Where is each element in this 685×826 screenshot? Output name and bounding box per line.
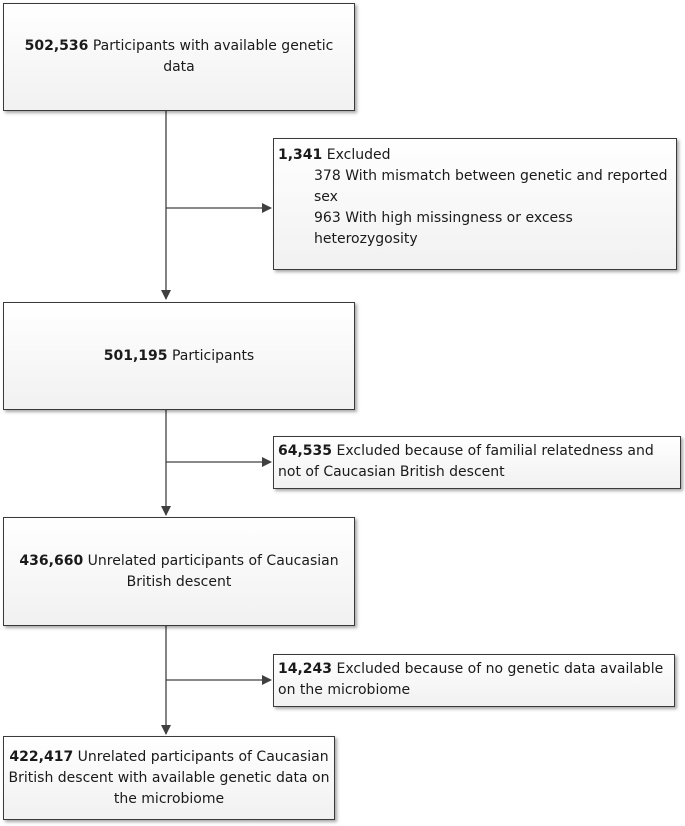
item-count: 963 xyxy=(314,210,341,226)
box-genetic-data-text: 502,536 Participants with available gene… xyxy=(8,36,350,78)
label: Unrelated participants of Caucasian Brit… xyxy=(8,748,330,807)
exclusion-1-item: 963 With high missingness or excess hete… xyxy=(278,208,668,250)
box-final-cohort-text: 422,417 Unrelated participants of Caucas… xyxy=(8,747,330,810)
count: 436,660 xyxy=(19,552,84,569)
label: Excluded because of no genetic data avai… xyxy=(278,661,664,698)
count: 422,417 xyxy=(9,748,74,765)
item-label: With mismatch between genetic and report… xyxy=(314,168,668,205)
label: Excluded because of familial relatedness… xyxy=(278,443,654,480)
box-unrelated-participants-text: 436,660 Unrelated participants of Caucas… xyxy=(8,551,350,593)
exclusion-1-item: 378 With mismatch between genetic and re… xyxy=(278,166,668,208)
count: 502,536 xyxy=(24,38,89,54)
box-genetic-data: 502,536 Participants with available gene… xyxy=(3,3,355,111)
count: 64,535 xyxy=(278,443,333,459)
exclusion-1-header: 1,341 Excluded xyxy=(278,145,668,166)
label: Participants with available genetic data xyxy=(92,38,334,75)
count: 1,341 xyxy=(278,147,323,163)
box-unrelated-participants: 436,660 Unrelated participants of Caucas… xyxy=(3,517,355,626)
item-label: With high missingness or excess heterozy… xyxy=(314,210,573,247)
exclusion-box-3: 14,243 Excluded because of no genetic da… xyxy=(273,654,675,707)
box-participants: 501,195 Participants xyxy=(3,302,355,410)
count: 14,243 xyxy=(278,661,333,677)
item-count: 378 xyxy=(314,168,341,184)
label: Participants xyxy=(171,347,255,364)
label: Unrelated participants of Caucasian Brit… xyxy=(87,552,339,590)
exclusion-box-2: 64,535 Excluded because of familial rela… xyxy=(273,436,681,489)
count: 501,195 xyxy=(103,347,168,364)
exclusion-box-1: 1,341 Excluded 378 With mismatch between… xyxy=(273,138,677,270)
label: Excluded xyxy=(326,147,391,163)
box-final-cohort: 422,417 Unrelated participants of Caucas… xyxy=(3,736,335,820)
box-participants-text: 501,195 Participants xyxy=(104,346,254,367)
